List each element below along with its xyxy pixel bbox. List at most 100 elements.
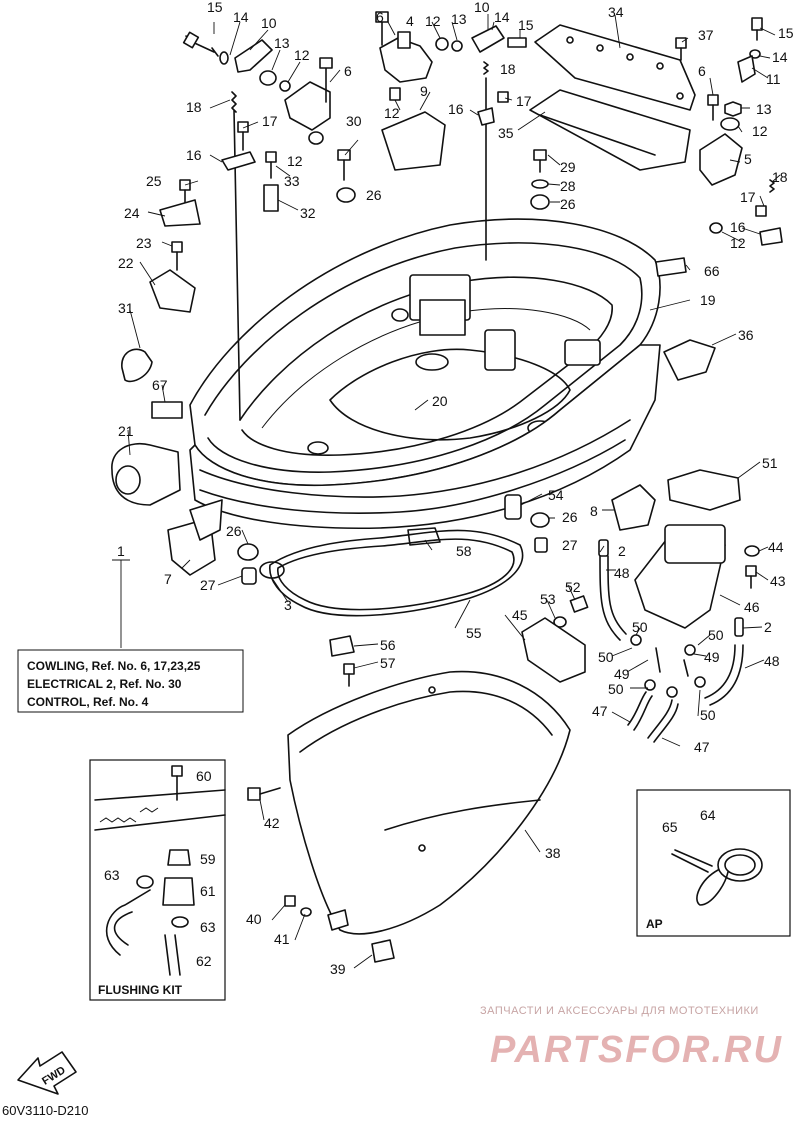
callout-7: 7	[164, 571, 172, 587]
watermark: ЗАПЧАСТИ И АКСЕССУАРЫ ДЛЯ МОТОТЕХНИКИ PA…	[480, 1005, 783, 1071]
callout-6: 6	[376, 9, 384, 25]
bottom-cowling-assembly	[189, 218, 661, 530]
hose-parts	[521, 524, 760, 743]
callout-2: 2	[618, 543, 626, 559]
callout-40: 40	[246, 911, 262, 927]
callout-14: 14	[494, 9, 510, 25]
callout-17: 17	[516, 93, 532, 109]
callout-37: 37	[698, 27, 714, 43]
callout-12: 12	[425, 13, 441, 29]
callout-25: 25	[146, 173, 162, 189]
callout-32: 32	[300, 205, 316, 221]
callout-59: 59	[200, 851, 216, 867]
callout-3: 3	[284, 597, 292, 613]
callout-12: 12	[287, 153, 303, 169]
callout-30: 30	[346, 113, 362, 129]
callout-10: 10	[261, 15, 277, 31]
upper-right-parts	[375, 11, 783, 553]
callout-61: 61	[200, 883, 216, 899]
callout-16: 16	[448, 101, 464, 117]
callout-57: 57	[380, 655, 396, 671]
callout-65: 65	[662, 819, 678, 835]
callout-2: 2	[764, 619, 772, 635]
callout-18: 18	[500, 61, 516, 77]
callout-16: 16	[730, 219, 746, 235]
seal-55	[269, 529, 524, 617]
callout-12: 12	[752, 123, 768, 139]
callout-9: 9	[420, 83, 428, 99]
callout-6: 6	[698, 63, 706, 79]
callout-17: 17	[740, 189, 756, 205]
callout-60: 60	[196, 768, 212, 784]
callout-13: 13	[756, 101, 772, 117]
callout-52: 52	[565, 579, 581, 595]
callout-45: 45	[512, 607, 528, 623]
callout-54: 54	[548, 487, 564, 503]
callout-53: 53	[540, 591, 556, 607]
callout-19: 19	[700, 292, 716, 308]
watermark-logo: PARTSFOR.RU	[490, 1029, 783, 1071]
flushing-kit-title: FLUSHING KIT	[98, 983, 183, 997]
diagram-code: 60V3110-D210	[2, 1103, 89, 1118]
callout-23: 23	[136, 235, 152, 251]
callout-16: 16	[186, 147, 202, 163]
callout-41: 41	[274, 931, 290, 947]
callout-50: 50	[708, 627, 724, 643]
callout-6: 6	[344, 63, 352, 79]
callout-17: 17	[262, 113, 278, 129]
callout-36: 36	[738, 327, 754, 343]
callout-56: 56	[380, 637, 396, 653]
callout-11: 11	[766, 71, 781, 87]
callout-29: 29	[560, 159, 576, 175]
callout-47: 47	[694, 739, 710, 755]
callout-8: 8	[590, 503, 598, 519]
callout-12: 12	[384, 105, 400, 121]
callout-63: 63	[200, 919, 216, 935]
callout-48: 48	[614, 565, 630, 581]
callout-12: 12	[730, 235, 746, 251]
upper-left-parts	[111, 31, 356, 585]
callout-21: 21	[118, 423, 134, 439]
callout-50: 50	[632, 619, 648, 635]
callout-27: 27	[200, 577, 216, 593]
callout-28: 28	[560, 178, 576, 194]
callout-14: 14	[233, 9, 249, 25]
callout-51: 51	[762, 455, 778, 471]
callout-22: 22	[118, 255, 134, 271]
callout-26: 26	[560, 196, 576, 212]
reference-line-2: ELECTRICAL 2, Ref. No. 30	[27, 677, 182, 691]
callout-13: 13	[274, 35, 290, 51]
callout-27: 27	[562, 537, 578, 553]
callout-15: 15	[207, 0, 223, 15]
callout-5: 5	[744, 151, 752, 167]
callout-31: 31	[118, 300, 134, 316]
callout-1: 1	[117, 543, 125, 559]
callout-39: 39	[330, 961, 346, 977]
watermark-tagline: ЗАПЧАСТИ И АКСЕССУАРЫ ДЛЯ МОТОТЕХНИКИ	[480, 1005, 759, 1017]
callout-33: 33	[284, 173, 300, 189]
callout-34: 34	[608, 4, 624, 20]
callout-35: 35	[498, 125, 514, 141]
callout-numbers: 15 14 10 13 12 6 6 4 12 13 10 14 15 34 3…	[104, 0, 794, 977]
callout-67: 67	[152, 377, 168, 393]
callout-58: 58	[456, 543, 472, 559]
callout-50: 50	[700, 707, 716, 723]
callout-55: 55	[466, 625, 482, 641]
reference-note: COWLING, Ref. No. 6, 17,23,25 ELECTRICAL…	[17, 559, 244, 713]
callout-26: 26	[562, 509, 578, 525]
lower-cowling-38	[247, 635, 571, 963]
callout-4: 4	[406, 13, 414, 29]
callout-62: 62	[196, 953, 212, 969]
callout-42: 42	[264, 815, 280, 831]
callout-26: 26	[226, 523, 242, 539]
fwd-arrow: FWD	[17, 1051, 77, 1095]
callout-18: 18	[186, 99, 202, 115]
callout-46: 46	[744, 599, 760, 615]
ap-box: AP	[636, 789, 791, 937]
callout-13: 13	[451, 11, 467, 27]
reference-line-3: CONTROL, Ref. No. 4	[27, 695, 149, 709]
callout-15: 15	[518, 17, 534, 33]
callout-15: 15	[778, 25, 794, 41]
callout-38: 38	[545, 845, 561, 861]
